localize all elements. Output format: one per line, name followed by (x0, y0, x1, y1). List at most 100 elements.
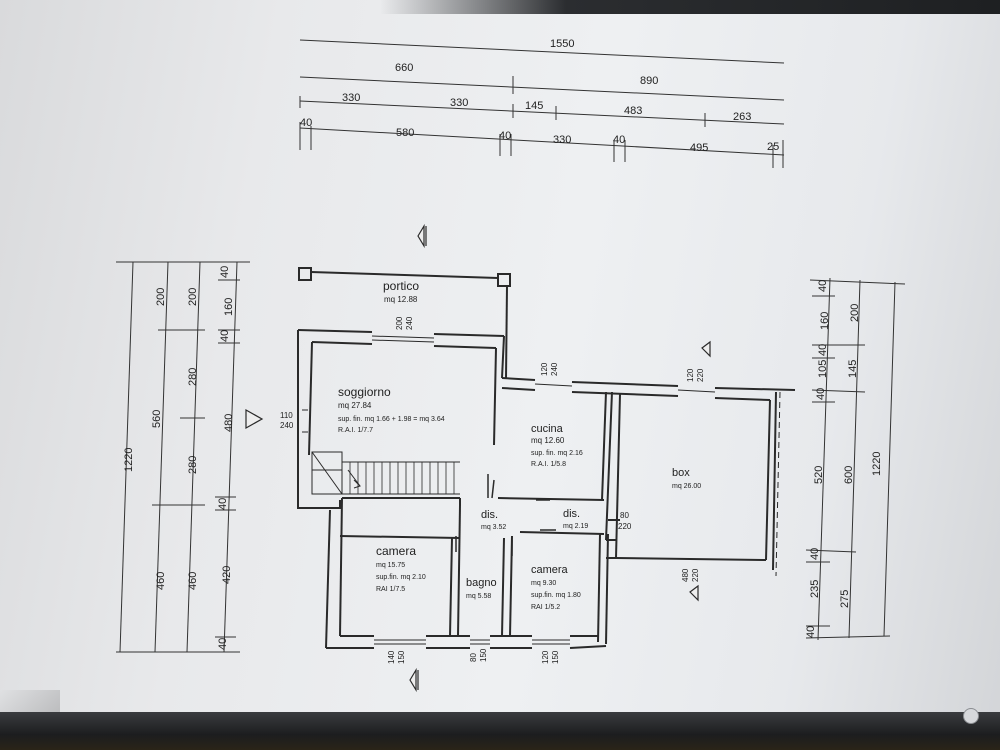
room-bagno-name: bagno (466, 577, 497, 589)
dim-top-r3-a: 330 (342, 92, 360, 104)
room-dis2-area: mq 2.19 (563, 523, 588, 530)
dim-left-c4-f: 420 (221, 566, 233, 584)
open-cam2-a: 120 (541, 650, 550, 664)
dim-left-c4-g: 40 (217, 638, 229, 650)
room-camera1-name: camera (376, 544, 416, 558)
dim-right-c3-d: 105 (817, 360, 829, 378)
monitor-bezel-top (380, 0, 1000, 14)
dim-top-r3-b: 330 (450, 97, 468, 109)
room-soggiorno-name: soggiorno (338, 385, 391, 399)
section-arrow-right-bottom-icon (689, 584, 699, 602)
dim-top-r4-c: 40 (499, 130, 511, 142)
entry-arrow-icon (245, 408, 264, 430)
open-entry-b: 240 (280, 421, 294, 430)
dim-right-c2-d: 275 (839, 590, 851, 608)
open-portico-a: 200 (395, 316, 404, 330)
dim-left-c2-a: 200 (155, 288, 167, 306)
open-boxside-a: 80 (620, 511, 629, 520)
dim-top-r3-e: 263 (733, 111, 751, 123)
section-arrow-right-top-icon (701, 340, 711, 358)
room-labels: portico mq 12.88 soggiorno mq 27.84 sup.… (338, 279, 701, 611)
dim-top-r3-c: 145 (525, 100, 543, 112)
dim-right-c3-b: 160 (819, 312, 831, 330)
open-bagno-b: 150 (479, 648, 488, 662)
open-cucina-a: 120 (540, 362, 549, 376)
room-cucina-sup: sup. fin. mq 2.16 (531, 450, 583, 457)
open-cam1-b: 150 (397, 650, 406, 664)
dim-left-c3-a: 200 (187, 288, 199, 306)
section-arrow-bottom-icon (409, 667, 417, 693)
room-portico-area: mq 12.88 (384, 295, 418, 304)
dim-right-c2-c: 600 (843, 466, 855, 484)
room-bagno-area: mq 5.58 (466, 593, 491, 600)
dim-top-r2-b: 890 (640, 75, 658, 87)
section-arrow-top-icon (417, 223, 425, 249)
open-box-a: 120 (686, 368, 695, 382)
room-cucina-area: mq 12.60 (531, 436, 565, 445)
dim-left-c3-b: 280 (187, 368, 199, 386)
left-dimension-chain (116, 261, 250, 653)
dim-right-c3-e: 40 (815, 388, 827, 400)
room-box-area: mq 26.00 (672, 483, 701, 490)
walls (297, 267, 796, 649)
room-camera1-area: mq 15.75 (376, 562, 405, 569)
room-dis2-name: dis. (563, 508, 580, 520)
dim-right-c2-b: 145 (847, 360, 859, 378)
dim-left-c2-b: 560 (151, 410, 163, 428)
staircase (311, 451, 460, 495)
dim-right-c3-h: 235 (809, 580, 821, 598)
dim-top-r2-a: 660 (395, 62, 413, 74)
dim-left-c4-a: 40 (219, 266, 231, 278)
room-cucina-rai: R.A.I. 1/5.8 (531, 461, 566, 468)
room-camera2-name: camera (531, 564, 569, 576)
dim-left-c4-d: 480 (223, 414, 235, 432)
top-dimension-labels: 1550 660 890 330 330 145 483 263 40 580 … (300, 38, 779, 154)
open-cam1-a: 140 (387, 650, 396, 664)
dim-left-c4-c: 40 (219, 330, 231, 342)
dim-top-r3-d: 483 (624, 105, 642, 117)
open-bagno-a: 80 (469, 653, 478, 662)
monitor-bezel-bottom (0, 712, 1000, 750)
dim-right-c3-g: 40 (809, 548, 821, 560)
dim-top-r4-g: 25 (767, 141, 779, 153)
room-portico-name: portico (383, 279, 419, 293)
room-soggiorno-sup: sup. fin. mq 1.66 + 1.98 = mq 3.64 (338, 416, 445, 423)
open-boxdoor-a: 480 (681, 568, 690, 582)
dim-top-total: 1550 (550, 38, 574, 50)
room-camera2-sup: sup.fin. mq 1.80 (531, 592, 581, 599)
dim-top-r4-e: 40 (613, 134, 625, 146)
room-camera2-rai: RAI 1/5.2 (531, 604, 560, 611)
left-dimension-labels: 1220 200 560 460 200 280 280 460 40 160 … (123, 266, 235, 650)
dim-top-r4-b: 580 (396, 127, 414, 139)
dim-right-c3-c: 40 (817, 344, 829, 356)
right-dimension-chain (805, 277, 906, 641)
dim-right-c3-a: 40 (817, 280, 829, 292)
top-dimension-chain (299, 39, 785, 168)
dim-top-r4-d: 330 (553, 134, 571, 146)
section-markers (245, 223, 711, 693)
open-boxside-b: 220 (618, 522, 632, 531)
room-cucina-name: cucina (531, 423, 564, 435)
dim-right-c3-f: 520 (813, 466, 825, 484)
dim-top-r4-a: 40 (300, 117, 312, 129)
dim-left-total: 1220 (123, 448, 135, 472)
open-portico-b: 240 (405, 316, 414, 330)
room-soggiorno-area: mq 27.84 (338, 401, 372, 410)
dim-right-c2-a: 200 (849, 304, 861, 322)
dim-right-total: 1220 (871, 452, 883, 476)
right-dimension-labels: 1220 200 145 600 275 40 160 40 105 40 52… (805, 280, 883, 638)
room-dis1-area: mq 3.52 (481, 524, 506, 531)
dim-left-c2-c: 460 (155, 572, 167, 590)
open-cam2-b: 150 (551, 650, 560, 664)
tray-icon[interactable] (963, 708, 979, 724)
dim-left-c4-b: 160 (223, 298, 235, 316)
room-soggiorno-rai: R.A.I. 1/7.7 (338, 427, 373, 434)
dim-right-c3-i: 40 (805, 626, 817, 638)
room-camera2-area: mq 9.30 (531, 580, 556, 587)
room-camera1-sup: sup.fin. mq 2.10 (376, 574, 426, 581)
open-box-b: 220 (696, 368, 705, 382)
open-cucina-b: 240 (550, 362, 559, 376)
dim-left-c3-d: 460 (187, 572, 199, 590)
